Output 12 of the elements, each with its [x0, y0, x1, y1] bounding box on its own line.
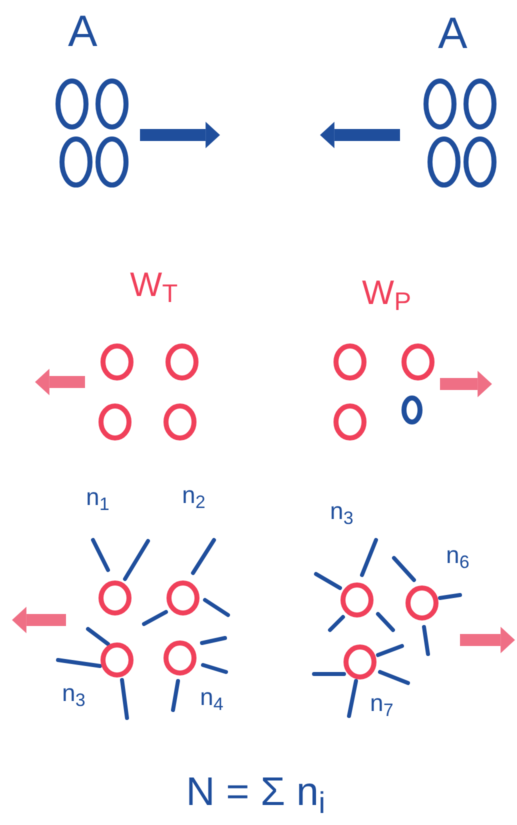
symbol-label: n$_{3}$: [330, 500, 354, 524]
symbol-label: W$_{T}$: [130, 268, 178, 302]
symbol-label: n$_{4}$: [200, 686, 224, 710]
symbol-label: n$_{3}$: [62, 682, 86, 706]
symbol-label: n$_{1}$: [86, 486, 110, 510]
symbol-label: A: [68, 10, 98, 54]
symbol-label: W$_{P}$: [362, 276, 412, 310]
formula: N = Σ n$_{i}$: [186, 772, 326, 812]
symbol-label: n$_{7}$: [370, 692, 394, 716]
symbol-label: n$_{2}$: [182, 484, 206, 508]
symbol-label: A: [438, 12, 468, 56]
symbol-label: n$_{6}$: [446, 544, 470, 568]
